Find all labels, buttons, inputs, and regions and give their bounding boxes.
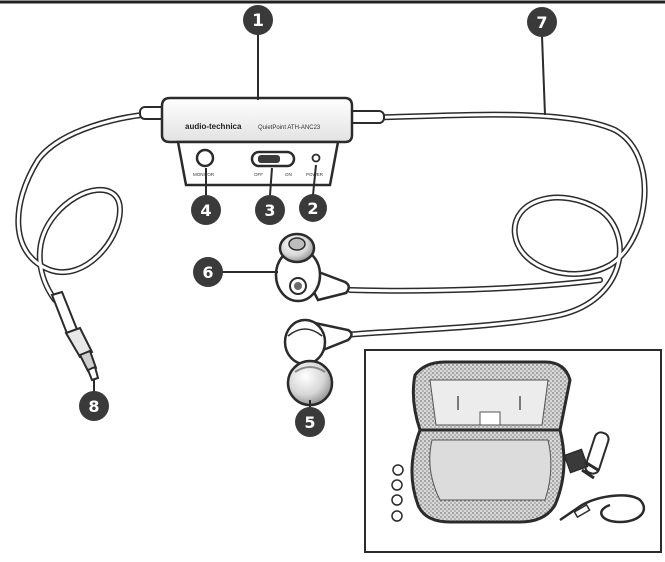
leader-2 <box>312 164 317 196</box>
callout-2: 2 <box>299 194 327 222</box>
callout-5: 5 <box>295 407 325 437</box>
spare-ear-tips <box>391 464 404 522</box>
extension-cord <box>559 494 646 524</box>
monitor-label: MONITOR <box>193 172 215 177</box>
monitor-button[interactable] <box>195 148 215 168</box>
callout-7: 7 <box>527 7 557 37</box>
svg-text:1: 1 <box>252 11 264 31</box>
cable <box>15 110 648 338</box>
earbud-right <box>274 232 350 303</box>
callout-8: 8 <box>79 391 109 421</box>
callout-6: 6 <box>193 257 223 287</box>
control-box: audio-technica QuietPoint ATH-ANC23 MONI… <box>139 96 385 187</box>
leader-3 <box>269 167 273 196</box>
svg-text:8: 8 <box>88 397 99 416</box>
accessory-inset <box>364 349 662 553</box>
svg-text:2: 2 <box>307 199 318 218</box>
earbud-left <box>283 318 353 407</box>
switch-knob <box>258 155 280 163</box>
model-text: QuietPoint ATH-ANC23 <box>258 125 321 131</box>
leader-7 <box>541 35 546 116</box>
battery <box>584 431 610 475</box>
svg-text:5: 5 <box>304 413 315 432</box>
svg-text:3: 3 <box>264 201 275 220</box>
svg-text:6: 6 <box>202 263 213 282</box>
callout-3: 3 <box>255 195 285 225</box>
off-label: OFF <box>254 172 263 177</box>
svg-text:4: 4 <box>200 201 211 220</box>
callout-1: 1 <box>243 5 273 35</box>
callouts: 1 2 3 4 5 6 7 8 <box>79 5 557 437</box>
svg-text:7: 7 <box>536 13 547 32</box>
callout-4: 4 <box>191 195 221 225</box>
airplane-adapter <box>563 448 589 474</box>
brand-logo: audio-technica <box>185 122 242 131</box>
power-led <box>311 153 321 163</box>
audio-plug <box>50 290 100 382</box>
on-label: ON <box>285 172 292 177</box>
